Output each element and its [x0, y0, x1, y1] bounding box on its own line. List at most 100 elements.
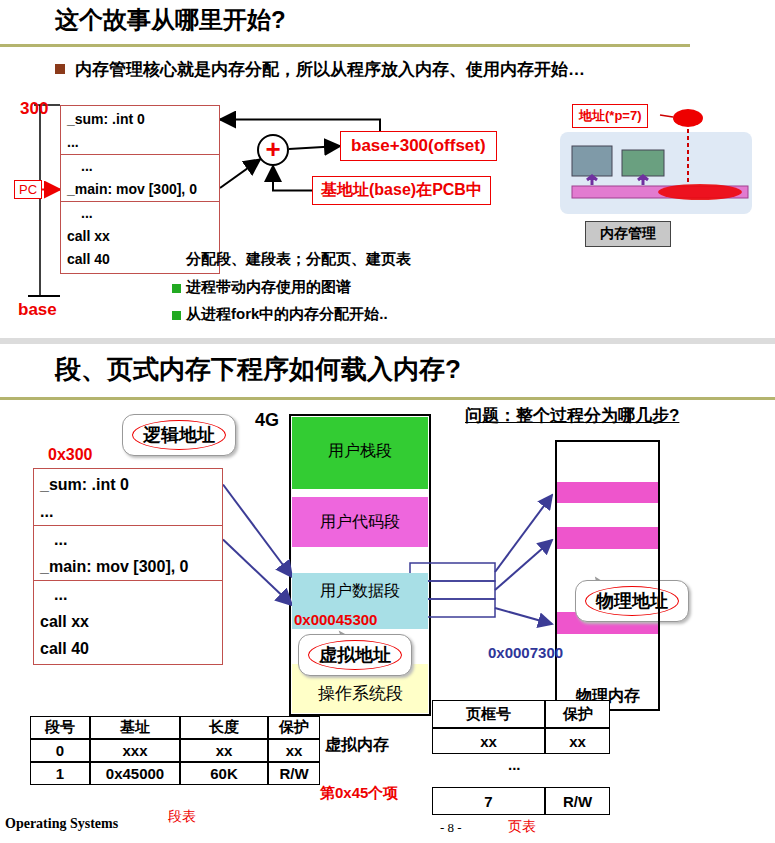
node-text: ... — [40, 526, 216, 553]
connector — [223, 540, 292, 606]
bullet — [172, 284, 181, 293]
label: 4G — [255, 410, 279, 431]
table-cell: 7 — [432, 787, 545, 815]
address-disk — [658, 184, 742, 200]
callout: 物理地址 — [575, 580, 689, 622]
label: 虚拟内存 — [325, 735, 389, 756]
node-text: base+300(offset) — [351, 136, 486, 156]
connector — [273, 166, 312, 191]
adder-circle: + — [257, 134, 289, 166]
title-rule — [0, 397, 775, 400]
connector — [220, 159, 260, 188]
address-box: 地址(*p=7) — [572, 104, 648, 128]
label: Operating Systems — [5, 816, 118, 832]
label: 0x300 — [48, 446, 93, 464]
label: 从进程fork中的内存分配开始.. — [186, 305, 388, 324]
pc-box: PC — [14, 180, 42, 199]
address-box: base+300(offset) — [340, 131, 497, 161]
label: ... — [508, 756, 521, 773]
label: 分配段、建段表；分配页、建页表 — [186, 250, 411, 269]
table-cell: 保护 — [268, 716, 320, 739]
node-text: _main: mov [300], 0 — [34, 553, 222, 581]
node-text: 基地址(base)在PCB中 — [321, 180, 482, 201]
bullet — [55, 64, 65, 74]
label: - 8 - — [440, 820, 462, 836]
table-cell: 0x45000 — [90, 762, 180, 785]
node-text: 虚拟地址 — [308, 640, 402, 670]
node-text: PC — [19, 182, 37, 197]
address-line — [687, 122, 689, 185]
table-cell: 保护 — [545, 700, 610, 728]
node-text: 用户代码段 — [292, 512, 428, 533]
chip — [572, 146, 612, 176]
page-frame — [557, 482, 658, 503]
table-cell: xx — [545, 728, 610, 754]
bullet — [172, 311, 181, 320]
slide-title: 这个故事从哪里开始? — [55, 4, 286, 36]
table-cell: xx — [268, 739, 320, 762]
node-text: _sum: .int 0 — [40, 471, 216, 498]
label: 问题：整个过程分为哪几步? — [465, 404, 679, 427]
node-text: ... — [61, 131, 219, 155]
leader-line — [660, 115, 673, 117]
node-text: 逻辑地址 — [132, 420, 226, 450]
table-cell: xx — [180, 739, 268, 762]
program-box: _sum: .int 0......_main: mov [300], 0...… — [33, 468, 223, 665]
virtual-memory-column — [290, 415, 430, 715]
page-frame — [557, 527, 658, 549]
label: 300 — [20, 99, 48, 119]
node-text: ... — [67, 202, 213, 225]
segment: 用户代码段 — [292, 497, 428, 547]
slide-divider — [0, 338, 775, 344]
node-text: 用户栈段 — [292, 441, 428, 462]
node-text: 地址(*p=7) — [579, 107, 641, 125]
table-cell: 1 — [30, 762, 90, 785]
base-box: 基地址(base)在PCB中 — [312, 176, 491, 205]
node-text: _sum: .int 0 — [67, 108, 213, 131]
table-cell: 段号 — [30, 716, 90, 739]
node-text: 物理地址 — [585, 586, 679, 616]
connector — [289, 146, 340, 149]
table-cell: R/W — [268, 762, 320, 785]
label: 第0x45个项 — [320, 784, 398, 803]
label: 0x0007300 — [488, 644, 563, 661]
node-text: ... — [67, 155, 213, 178]
label: 段表 — [168, 808, 196, 826]
callout: 虚拟地址 — [298, 634, 412, 676]
callout: 逻辑地址 — [122, 414, 236, 456]
node-text: ... — [34, 498, 222, 526]
table-cell: 长度 — [180, 716, 268, 739]
table-cell: xxx — [90, 739, 180, 762]
node-text: call 40 — [40, 635, 216, 662]
memory-picture — [560, 132, 752, 214]
table-cell: xx — [432, 728, 545, 754]
label: base — [18, 300, 57, 320]
table-cell: 0 — [30, 739, 90, 762]
label: 段、页式内存下程序如何载入内存? — [55, 352, 461, 387]
node-text: 操作系统段 — [292, 682, 428, 705]
connector — [42, 189, 60, 191]
node-text: + — [259, 136, 287, 163]
label: 页表 — [508, 818, 536, 836]
label-box: 内存管理 — [585, 221, 671, 247]
connector — [223, 485, 292, 578]
table-cell: 60K — [180, 762, 268, 785]
page-arrows — [495, 495, 552, 624]
node-text: 用户数据段 — [292, 581, 428, 602]
segment: 用户栈段 — [292, 417, 428, 489]
address-dot — [673, 109, 703, 127]
range-tick — [28, 295, 60, 297]
node-text: ... — [40, 581, 216, 608]
label: 0x00045300 — [294, 611, 377, 628]
node-text: _main: mov [300], 0 — [61, 178, 219, 202]
table-cell: R/W — [545, 787, 610, 815]
physical-memory: 物理内存 — [555, 440, 660, 711]
chip — [622, 150, 664, 176]
label: 进程带动内存使用的图谱 — [186, 278, 351, 297]
title-rule — [0, 44, 690, 47]
connector — [220, 120, 380, 132]
node-text: call xx — [40, 608, 216, 635]
range-line — [39, 105, 41, 296]
table-cell: 基址 — [90, 716, 180, 739]
bus-arrow — [587, 176, 648, 185]
